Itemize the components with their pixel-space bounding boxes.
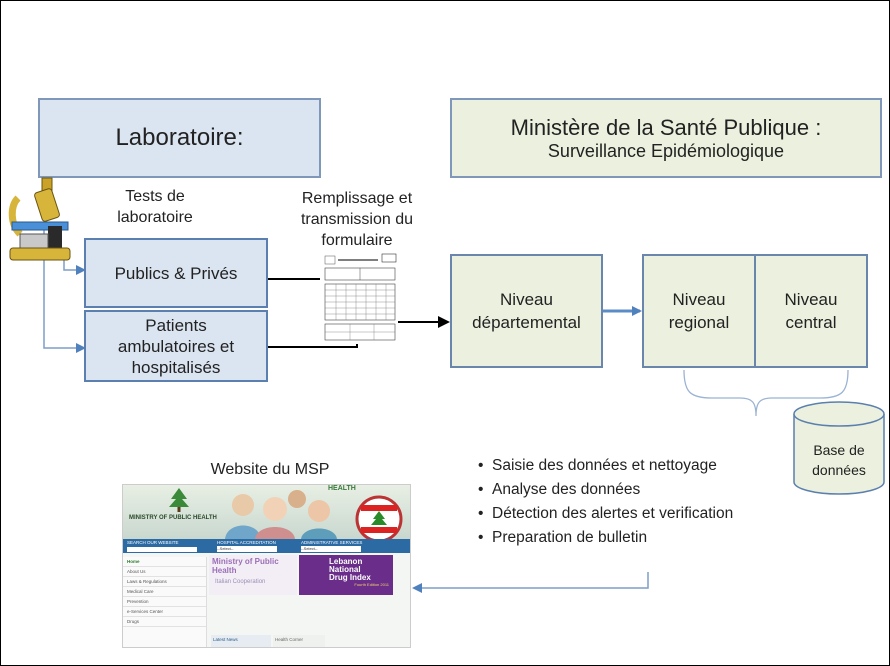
bullets-to-website-arrow (412, 572, 649, 593)
patients-box: Patients ambulatoires et hospitalisés (84, 310, 268, 382)
departemental-label-line: Niveau (500, 290, 553, 309)
regional-label-line: regional (668, 313, 730, 332)
website-brand: MINISTRY OF PUBLIC HEALTH (129, 515, 217, 521)
patients-label-line: ambulatoires et (117, 336, 235, 356)
msp-title: Ministère de la Santé Publique : (510, 114, 822, 140)
publics-prives-box: Publics & Privés (84, 238, 268, 308)
drug-index-line: Lebanon (329, 557, 363, 566)
processing-step: Détection des alertes et verification (470, 502, 830, 526)
tests-label-line: Tests de (125, 188, 185, 205)
drug-index-line: National (329, 565, 361, 574)
niveau-central-box: Niveau central (754, 254, 868, 368)
remplissage-label: Remplissage et transmission du formulair… (280, 188, 434, 251)
website-menu-item[interactable]: About Us (123, 567, 206, 577)
publics-prives-label: Publics & Privés (114, 263, 238, 283)
website-admin-label: ADMINISTRATIVE SERVICES (301, 540, 363, 545)
cedar-logo-icon (169, 488, 189, 512)
website-search-input[interactable] (127, 547, 197, 552)
remplissage-label-line: Remplissage et (301, 190, 413, 207)
msp-website-screenshot: MINISTRY OF PUBLIC HEALTH HEALTH SEARCH … (122, 484, 411, 648)
laboratoire-box: Laboratoire: (38, 98, 321, 178)
website-menu-item[interactable]: Laws & Regulations (123, 577, 206, 587)
drug-index-line: Drug Index (329, 573, 371, 582)
remplissage-label-line: transmission du (300, 211, 414, 228)
people-photo (225, 490, 337, 539)
form-thumbnail-icon (322, 252, 398, 344)
tests-label-line: laboratoire (117, 209, 193, 226)
website-headline: Ministry of Public Health (212, 557, 279, 575)
niveau-departemental-box: Niveau départemental (450, 254, 603, 368)
website-menu-item[interactable]: Medical Care (123, 587, 206, 597)
levels-bracket (683, 369, 849, 417)
processing-step: Saisie des données et nettoyage (470, 454, 830, 478)
drug-index-banner[interactable]: Lebanon National Drug Index Fourth Editi… (299, 555, 393, 595)
regional-label-line: Niveau (672, 290, 726, 309)
website-menu-item[interactable]: Prevention (123, 597, 206, 607)
central-label-line: Niveau (784, 290, 838, 309)
website-cooperation: Italian Cooperation (215, 579, 266, 585)
central-label-line: central (785, 313, 837, 332)
website-menu-item[interactable]: Home (123, 557, 206, 567)
website-sidebar: Home About Us Laws & Regulations Medical… (123, 557, 207, 647)
processing-steps-list: Saisie des données et nettoyage Analyse … (470, 454, 830, 550)
patients-label-line: hospitalisés (131, 357, 221, 377)
microscope-icon (8, 177, 71, 261)
lab-branch-line (43, 222, 86, 353)
website-accreditation-label: HOSPITAL ACCREDITATION (217, 540, 276, 545)
laboratoire-title: Laboratoire: (115, 124, 244, 151)
website-accreditation-select[interactable]: --Select-- (217, 546, 277, 552)
remplissage-label-line: formulaire (321, 232, 393, 249)
website-banner: Ministry of Public Health Italian Cooper… (209, 555, 297, 595)
tests-label: Tests de laboratoire (100, 186, 210, 228)
patients-label-line: Patients (145, 315, 207, 335)
website-label: Website du MSP (210, 461, 330, 478)
website-menu-item[interactable]: e-Services Center (123, 607, 206, 617)
website-health-word: HEALTH (328, 485, 356, 492)
processing-step: Analyse des données (470, 478, 830, 502)
niveau-regional-box: Niveau regional (642, 254, 756, 368)
website-search-label: SEARCH OUR WEBSITE (127, 540, 179, 545)
website-admin-select[interactable]: --Select-- (301, 546, 361, 552)
processing-step: Preparation de bulletin (470, 526, 830, 550)
drug-index-edition: Fourth Edition 2011 (354, 582, 389, 587)
website-latest-news-tab[interactable]: Latest News (211, 635, 271, 647)
lab-branch-line-top (63, 258, 86, 275)
msp-subtitle: Surveillance Epidémiologique (547, 140, 785, 161)
msp-box: Ministère de la Santé Publique : Surveil… (450, 98, 882, 178)
departemental-label-line: départemental (472, 313, 581, 332)
lebanon-flag-emblem (355, 495, 403, 543)
website-health-corner-tab[interactable]: Health Corner (273, 635, 325, 647)
website-menu-item[interactable]: Drugs (123, 617, 206, 627)
